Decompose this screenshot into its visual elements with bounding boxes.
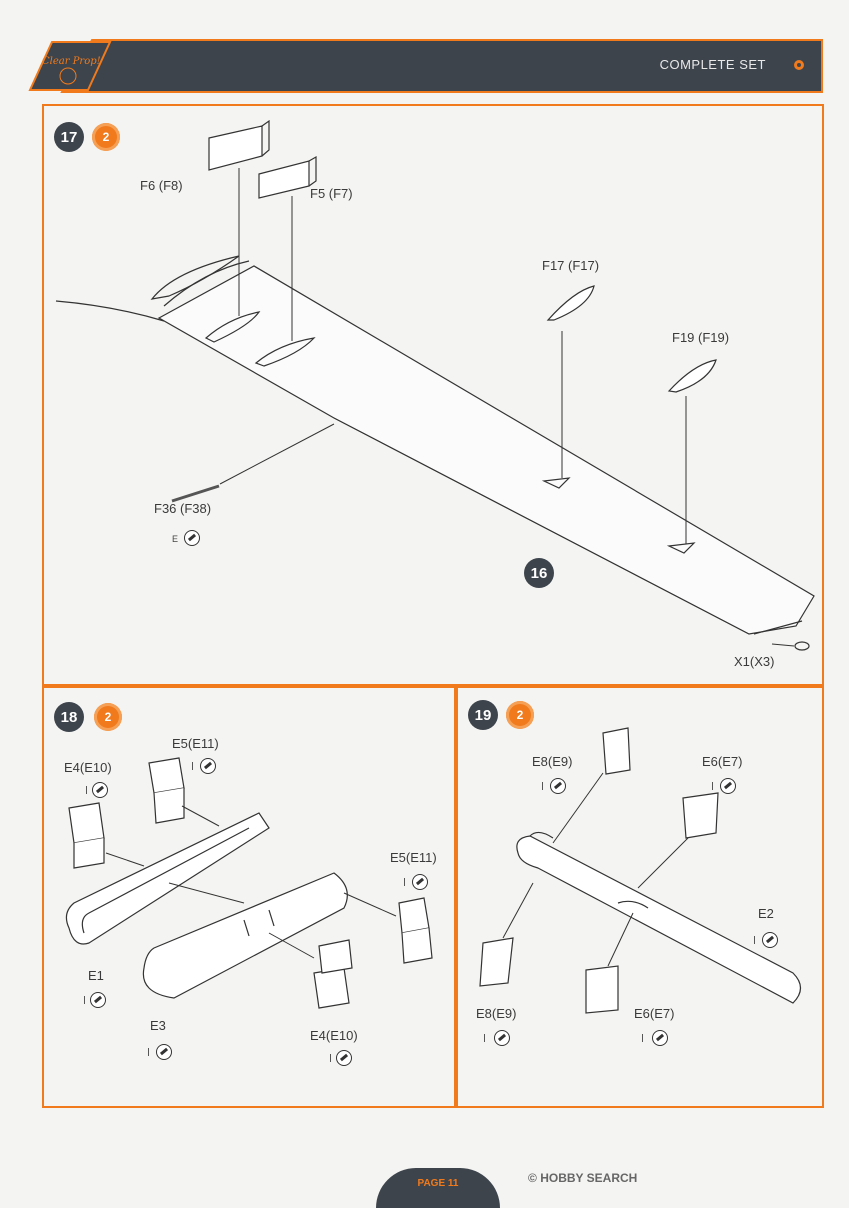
- paint-icon: [412, 874, 428, 890]
- paint-icon: [92, 782, 108, 798]
- paint-icon: [184, 530, 200, 546]
- step-number-badge: 19: [468, 700, 498, 730]
- paint-icon: [550, 778, 566, 794]
- part-label-e1: E1: [88, 968, 104, 983]
- header-bullet-icon: [794, 60, 804, 70]
- part-label-e2: E2: [758, 906, 774, 921]
- step-18-panel: 18 2 E5(E11) E4(E10) E5(E11) E1 E3 E4(E1…: [42, 686, 456, 1108]
- watermark: © HOBBY SEARCH: [528, 1171, 637, 1185]
- part-label-e4-bottom: E4(E10): [310, 1028, 358, 1043]
- paint-icon: [762, 932, 778, 948]
- sub-assembly-ref-badge: 16: [524, 558, 554, 588]
- step-17-panel: 17 2 F6 (F8) F5 (F7) F17 (F17) F19 (F19)…: [42, 104, 824, 686]
- paint-icon: [90, 992, 106, 1008]
- part-label-f5: F5 (F7): [310, 186, 353, 201]
- part-label-e5-right: E5(E11): [390, 850, 437, 865]
- pod-drawing-18: [65, 757, 433, 1009]
- step-number-badge: 18: [54, 702, 84, 732]
- logo-text: Clear Prop!: [42, 56, 101, 67]
- page-number: PAGE 11: [417, 1178, 459, 1189]
- part-label-e6-bottom: E6(E7): [634, 1006, 675, 1021]
- glue-icon: 2: [92, 123, 120, 151]
- paint-icon: [156, 1044, 172, 1060]
- brand-logo: Clear Prop!: [22, 38, 112, 94]
- part-label-x1: X1(X3): [734, 654, 775, 669]
- glue-icon: 2: [94, 703, 122, 731]
- part-label-e5-top: E5(E11): [172, 736, 219, 751]
- paint-note-e: E: [172, 534, 179, 544]
- part-label-e8-top: E8(E9): [532, 754, 573, 769]
- header-title: COMPLETE SET: [659, 57, 766, 72]
- page-tab: PAGE 11: [376, 1168, 500, 1208]
- part-label-e6-top: E6(E7): [702, 754, 743, 769]
- watermark-icon: ©: [528, 1171, 537, 1185]
- step-number-badge: 17: [54, 122, 84, 152]
- step-19-panel: 19 2 E8(E9) E6(E7) E2 E8(E9) E6(E7): [456, 686, 824, 1108]
- pod-drawing-19: [479, 727, 802, 1014]
- watermark-text: HOBBY SEARCH: [540, 1171, 638, 1185]
- part-label-e4-top: E4(E10): [64, 760, 112, 775]
- paint-icon: [494, 1030, 510, 1046]
- part-label-e8-bottom: E8(E9): [476, 1006, 517, 1021]
- part-label-f19: F19 (F19): [672, 330, 730, 345]
- part-label-e3: E3: [150, 1018, 166, 1033]
- wing-drawing: [55, 119, 815, 651]
- header-bar: COMPLETE SET: [22, 38, 824, 94]
- paint-icon: [720, 778, 736, 794]
- part-label-f36: F36 (F38): [154, 501, 212, 516]
- part-label-f6: F6 (F8): [140, 178, 183, 193]
- paint-icon: [652, 1030, 668, 1046]
- paint-icon: [200, 758, 216, 774]
- paint-icon: [336, 1050, 352, 1066]
- part-label-f17: F17 (F17): [542, 258, 600, 273]
- glue-icon: 2: [506, 701, 534, 729]
